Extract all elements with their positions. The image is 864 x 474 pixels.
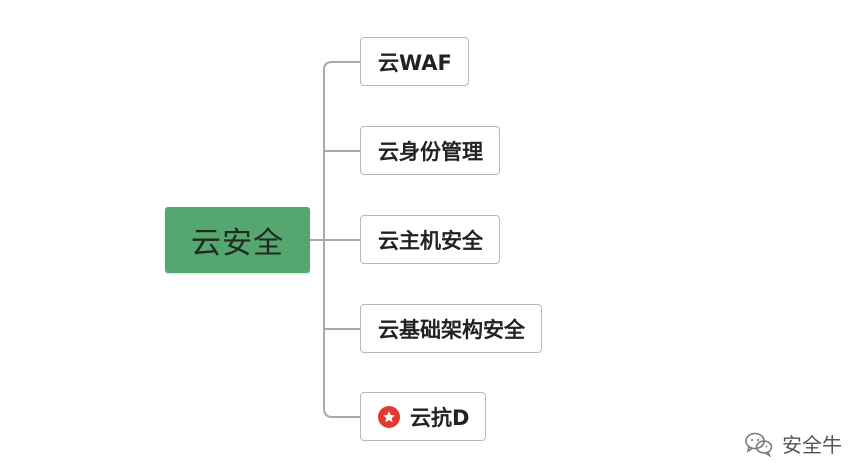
- child-node-label: 云抗D: [410, 405, 470, 430]
- child-node-cloud-host-security[interactable]: 云主机安全: [360, 215, 500, 264]
- child-node-cloud-identity[interactable]: 云身份管理: [360, 126, 500, 175]
- connector-branch-5: [323, 407, 360, 418]
- child-node-label: 云身份管理: [378, 139, 483, 164]
- root-node-label: 云安全: [191, 226, 284, 261]
- child-node-cloud-infrastructure-security[interactable]: 云基础架构安全: [360, 304, 542, 353]
- red-star-icon: [378, 405, 400, 428]
- wechat-icon: [744, 431, 774, 457]
- watermark-text: 安全牛: [782, 433, 842, 457]
- connector-branch-1: [323, 61, 360, 71]
- child-node-label: 云主机安全: [378, 228, 483, 253]
- child-node-label: 云基础架构安全: [378, 317, 525, 342]
- child-node-cloud-waf[interactable]: 云WAF: [360, 37, 469, 86]
- child-node-label: 云WAF: [378, 50, 452, 75]
- watermark: 安全牛: [744, 429, 842, 458]
- root-node[interactable]: 云安全: [165, 207, 310, 273]
- child-node-cloud-anti-ddos[interactable]: 云抗D: [360, 392, 487, 441]
